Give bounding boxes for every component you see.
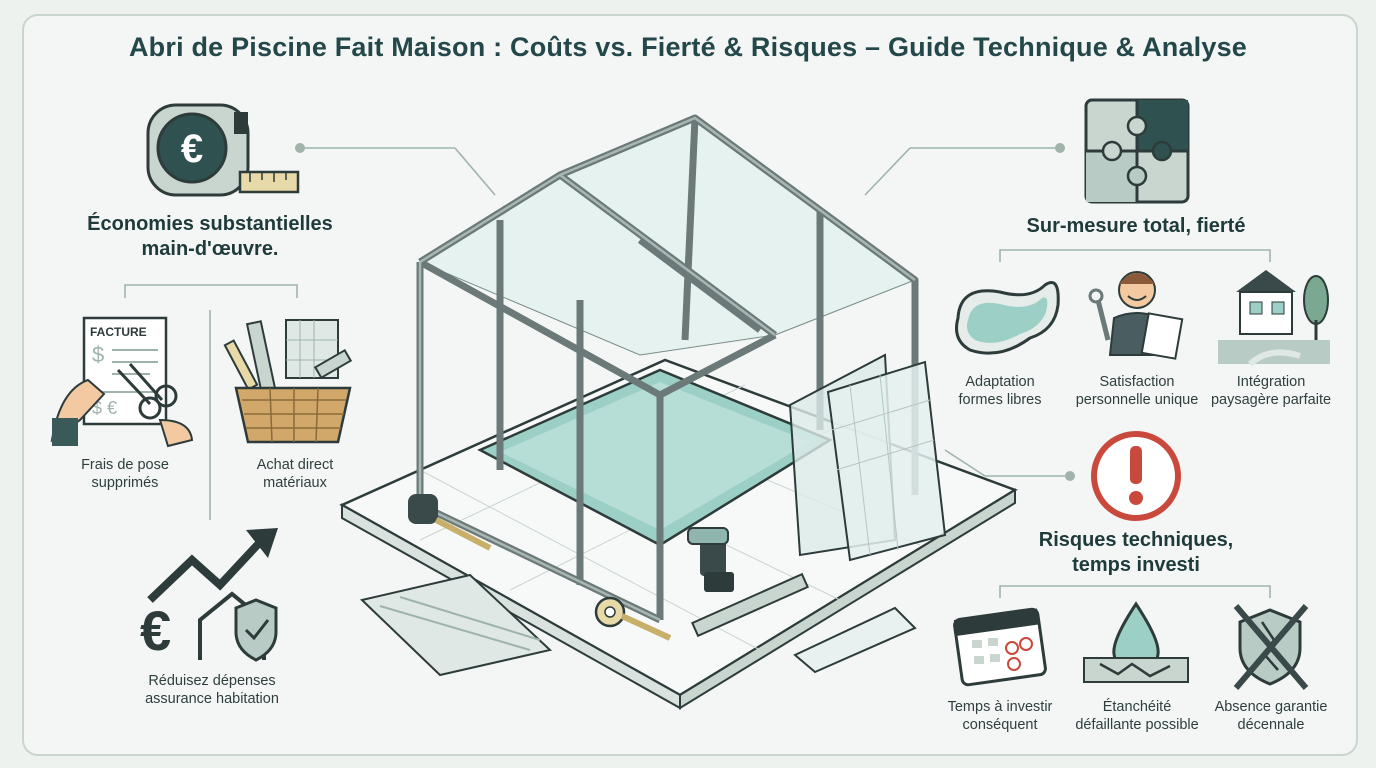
warning-icon	[1091, 431, 1181, 521]
left-heading-line1: Économies substantielles	[87, 213, 333, 235]
left-item-1-line1: Frais de pose	[81, 457, 169, 473]
right-bottom-item-1-line1: Temps à investir	[947, 699, 1053, 715]
tools	[359, 494, 917, 677]
right-top-item-1-label: Adaptation formes libres	[925, 373, 1075, 409]
right-bottom-heading: Risques techniques, temps investi	[1000, 528, 1272, 578]
happy-diy-worker-icon	[1088, 271, 1184, 360]
left-item-3-label: Réduisez dépenses assurance habitation	[112, 672, 312, 708]
insurance-savings-icon: €	[140, 528, 278, 662]
puzzle-icon	[1084, 98, 1190, 204]
right-top-item-1-line1: Adaptation	[965, 374, 1035, 390]
right-top-item-2-label: Satisfaction personnelle unique	[1062, 373, 1212, 409]
left-heading: Économies substantielles main-d'œuvre.	[60, 212, 360, 262]
invoice-word: FACTURE	[90, 325, 147, 339]
page-title: Abri de Piscine Fait Maison : Coûts vs. …	[128, 32, 1248, 62]
pool-shelter-illustration	[339, 114, 1018, 710]
right-bottom-heading-line1: Risques techniques,	[1038, 529, 1234, 551]
right-bottom-item-2-label: Étanchéité défaillante possible	[1062, 698, 1212, 734]
right-top-item-2-line1: Satisfaction	[1099, 374, 1175, 390]
right-top-item-1-line2: formes libres	[958, 392, 1042, 408]
right-top-item-2-line2: personnelle unique	[1075, 392, 1199, 408]
left-item-3-line2: assurance habitation	[145, 691, 279, 707]
freeform-pool-icon	[955, 281, 1060, 355]
euro-tape-measure-icon: €	[146, 103, 300, 197]
left-item-1-line2: supprimés	[91, 475, 159, 491]
left-item-2-label: Achat direct matériaux	[210, 456, 380, 492]
right-top-item-3-line2: paysagère parfaite	[1210, 392, 1332, 408]
house-landscape-icon	[1218, 270, 1330, 367]
svg-text:$: $	[92, 342, 104, 367]
svg-text:€: €	[140, 599, 171, 662]
right-bottom-item-1-line2: conséquent	[962, 717, 1038, 733]
left-heading-line2: main-d'œuvre.	[141, 238, 279, 260]
right-bottom-item-1-label: Temps à investir conséquent	[925, 698, 1075, 734]
left-item-3-line1: Réduisez dépenses	[148, 673, 276, 689]
left-item-2-line2: matériaux	[263, 475, 327, 491]
crossed-shield-icon	[1233, 604, 1309, 690]
materials-basket-icon	[223, 319, 353, 444]
right-bottom-item-2-line1: Étanchéité	[1102, 699, 1172, 715]
right-bottom-item-3-label: Absence garantie décennale	[1196, 698, 1346, 734]
svg-text:$ €: $ €	[92, 398, 117, 418]
svg-text:€: €	[181, 127, 203, 171]
right-bottom-heading-line2: temps investi	[1072, 554, 1200, 576]
water-drop-crack-icon	[1083, 601, 1189, 683]
right-bottom-item-3-line1: Absence garantie	[1214, 699, 1328, 715]
right-top-item-3-label: Intégration paysagère parfaite	[1196, 373, 1346, 409]
calendar-icon	[953, 607, 1047, 687]
left-item-1-label: Frais de pose supprimés	[40, 456, 210, 492]
right-bottom-item-3-line2: décennale	[1237, 717, 1305, 733]
left-item-2-line1: Achat direct	[256, 457, 334, 473]
right-top-item-3-line1: Intégration	[1236, 374, 1306, 390]
connector-lines	[124, 147, 1271, 598]
right-bottom-item-2-line2: défaillante possible	[1075, 717, 1199, 733]
right-top-heading: Sur-mesure total, fierté	[1026, 215, 1246, 237]
invoice-scissors-icon: $ $ €	[50, 316, 194, 448]
